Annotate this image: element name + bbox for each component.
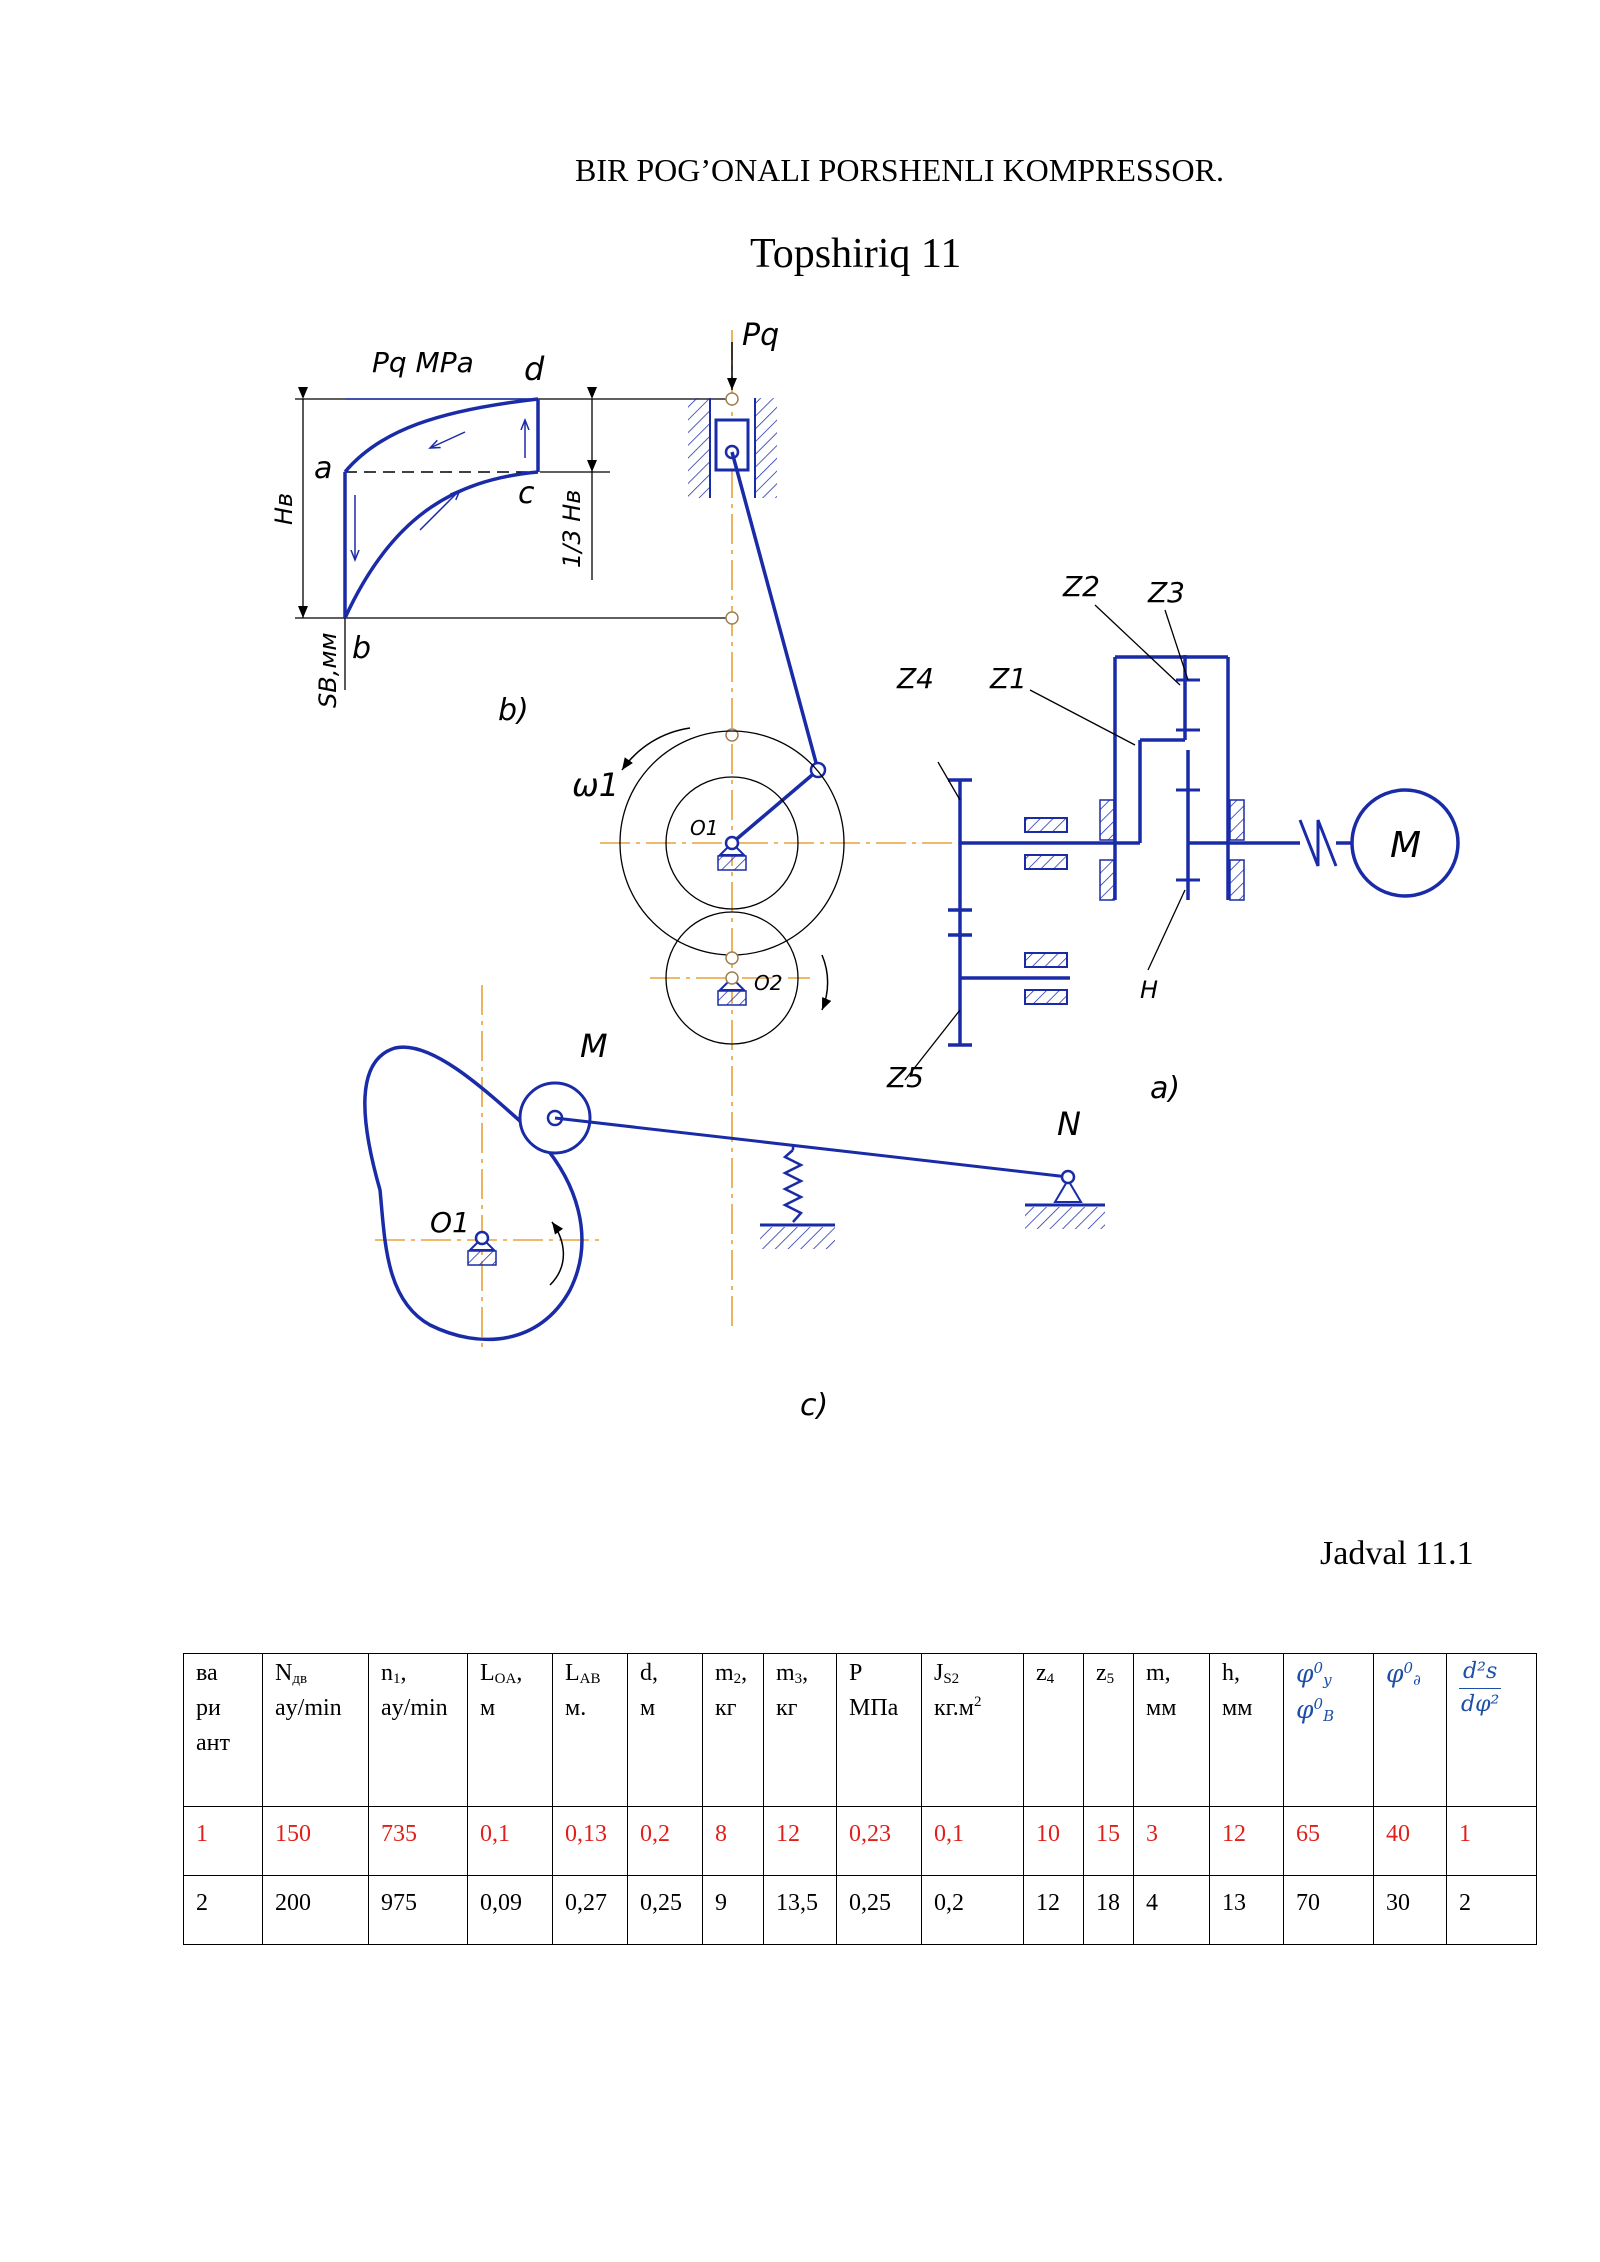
caption-c: c) [800, 1388, 828, 1423]
cell-m3: 12 [763, 1806, 837, 1876]
header-m3: m3, кг [763, 1653, 837, 1807]
header-js2: JS2 кг.м2 [921, 1653, 1024, 1807]
point-b-label: b [352, 631, 371, 666]
header-loa: LOA, м [467, 1653, 553, 1807]
header-lab: LAB м. [552, 1653, 628, 1807]
cell-phi-yv: 65 [1283, 1806, 1374, 1876]
motor-label: M [1390, 825, 1421, 866]
o2-label: O2 [754, 971, 782, 995]
cell-loa: 0,09 [467, 1875, 553, 1945]
header-z5: z5 [1083, 1653, 1134, 1807]
table-row: 2 200 975 0,09 0,27 0,25 9 13,5 0,25 0,2… [183, 1875, 1537, 1945]
crank-slider-mechanism: Pq ω1 O1 O2 [572, 318, 965, 1330]
cell-h: 12 [1209, 1806, 1284, 1876]
header-h: h, мм [1209, 1653, 1284, 1807]
header-p: P МПа [836, 1653, 922, 1807]
point-c-label: c [518, 476, 535, 511]
third-height-label: 1/3 Hв [558, 490, 586, 568]
roller-label: M [580, 1027, 608, 1065]
header-n-dv: Nдв ay/min [262, 1653, 369, 1807]
cell-d: 0,25 [627, 1875, 703, 1945]
header-m2: m2, кг [702, 1653, 764, 1807]
cell-lab: 0,13 [552, 1806, 628, 1876]
cell-d2s: 2 [1446, 1875, 1537, 1945]
z1-label: Z1 [989, 662, 1027, 695]
z3-label: Z3 [1147, 576, 1185, 609]
header-phi-d: φ0∂ [1373, 1653, 1447, 1807]
cell-z4: 12 [1023, 1875, 1084, 1945]
header-module: m, мм [1133, 1653, 1210, 1807]
cell-m3: 13,5 [763, 1875, 837, 1945]
omega-label: ω1 [572, 766, 619, 804]
cell-z5: 18 [1083, 1875, 1134, 1945]
o1-label: O1 [690, 816, 718, 840]
cell-d: 0,2 [627, 1806, 703, 1876]
cell-m2: 9 [702, 1875, 764, 1945]
cell-n1: 975 [368, 1875, 468, 1945]
cell-m2: 8 [702, 1806, 764, 1876]
cell-phi-d: 30 [1373, 1875, 1447, 1945]
cell-h: 13 [1209, 1875, 1284, 1945]
z4-label: Z4 [896, 662, 934, 695]
caption-b: b) [498, 693, 529, 728]
cell-module: 4 [1133, 1875, 1210, 1945]
z5-label: Z5 [886, 1061, 924, 1094]
gear-train-a [904, 604, 1460, 1081]
pivot-label: N [1057, 1105, 1081, 1143]
caption-a: a) [1150, 1071, 1180, 1106]
cell-p: 0,25 [836, 1875, 922, 1945]
cell-module: 3 [1133, 1806, 1210, 1876]
document-title: BIR POG’ONALI PORSHENLI KOMPRESSOR. [575, 152, 1224, 188]
indicator-diagram-b: Pq MPa d a c b Hв 1/3 Hв SB,мм b) [270, 346, 730, 728]
parameters-table: ва ри ант Nдв ay/min n1, ay/min LOA, м L… [183, 1653, 1537, 1945]
point-a-label: a [314, 451, 332, 486]
pressure-axis-label: Pq MPa [372, 346, 474, 379]
table-header-row: ва ри ант Nдв ay/min n1, ay/min LOA, м L… [183, 1653, 1537, 1807]
kinematic-scheme-figure: Pq MPa d a c b Hв 1/3 Hв SB,мм b) Pq [270, 318, 1460, 1423]
point-d-label: d [524, 350, 545, 388]
cell-phi-d: 40 [1373, 1806, 1447, 1876]
cell-lab: 0,27 [552, 1875, 628, 1945]
table-row: 1 150 735 0,1 0,13 0,2 8 12 0,23 0,1 10 … [183, 1806, 1537, 1876]
cell-z4: 10 [1023, 1806, 1084, 1876]
cell-n-dv: 200 [262, 1875, 369, 1945]
cell-variant: 1 [183, 1806, 263, 1876]
header-d: d, м [627, 1653, 703, 1807]
cell-loa: 0,1 [467, 1806, 553, 1876]
cell-p: 0,23 [836, 1806, 922, 1876]
cell-js2: 0,1 [921, 1806, 1024, 1876]
cell-d2s: 1 [1446, 1806, 1537, 1876]
cam-center-label: O1 [430, 1206, 470, 1239]
task-title: Topshiriq 11 [750, 231, 962, 277]
cell-variant: 2 [183, 1875, 263, 1945]
cell-js2: 0,2 [921, 1875, 1024, 1945]
header-phi-yv: φ0y φ0B [1283, 1653, 1374, 1807]
header-variant: ва ри ант [183, 1653, 263, 1807]
header-z4: z4 [1023, 1653, 1084, 1807]
table-caption: Jadval 11.1 [1320, 1535, 1474, 1572]
cell-z5: 15 [1083, 1806, 1134, 1876]
piston-force-label: Pq [742, 318, 779, 353]
header-n1: n1, ay/min [368, 1653, 468, 1807]
cam-mechanism-c: M N O1 c) [363, 985, 1105, 1423]
stroke-axis-label: SB,мм [314, 632, 342, 708]
height-label: Hв [270, 493, 298, 525]
z2-label: Z2 [1062, 570, 1100, 603]
cell-n1: 735 [368, 1806, 468, 1876]
cell-n-dv: 150 [262, 1806, 369, 1876]
cell-phi-yv: 70 [1283, 1875, 1374, 1945]
carrier-label: H [1140, 976, 1158, 1004]
